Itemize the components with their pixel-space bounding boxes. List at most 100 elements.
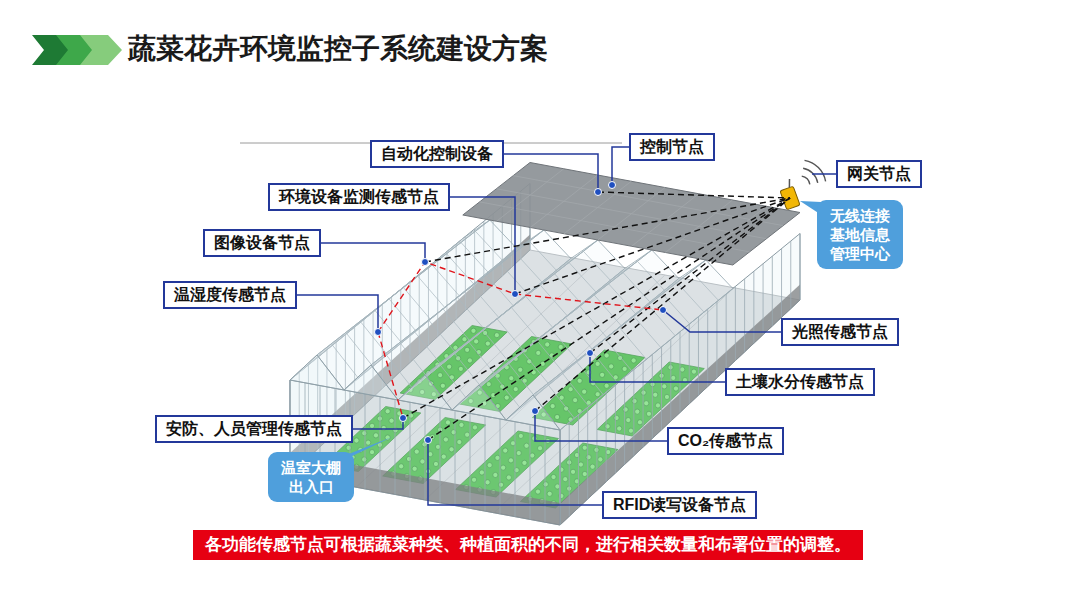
wireless-link [515, 198, 790, 294]
node-label: 自动化控制设备 [381, 142, 493, 166]
roof-rafter [542, 263, 596, 293]
callout-box: 温湿度传感节点 [163, 281, 297, 309]
glass-mullion [707, 309, 708, 386]
wireless-link [598, 192, 790, 198]
glass-mullion [772, 256, 773, 326]
roof-rafter [499, 296, 553, 327]
sensor-dot [595, 189, 602, 196]
glass-mullion [515, 422, 516, 517]
roof-face [533, 260, 733, 430]
glass-mullion [689, 324, 690, 404]
sensor-dot [375, 329, 382, 336]
node-label: 温室大棚出入口 [280, 458, 342, 496]
roof-rafter [412, 364, 466, 398]
roof-rafter [664, 271, 718, 300]
roof-rafter [502, 241, 556, 270]
sensor-dot [660, 307, 667, 314]
wireless-arc [805, 160, 826, 181]
roof-rafter [556, 251, 610, 280]
callout-box: 光照传感节点 [781, 318, 899, 346]
callout-box: 控制节点 [629, 133, 715, 161]
leader-line [428, 440, 602, 505]
glass-mullion [744, 279, 745, 352]
roof-rafter [391, 276, 445, 307]
wireless-link [590, 198, 790, 353]
glass-mullion [735, 286, 736, 360]
roof-rafter [459, 275, 513, 306]
glass-mullion [440, 408, 441, 503]
node-label: RFID读写设备节点 [613, 493, 746, 517]
glass-mullion [716, 302, 717, 378]
roof-panel-line [496, 189, 766, 239]
node-label: 图像设备节点 [214, 231, 310, 255]
callout-box: 安防、人员管理传感节点 [155, 415, 353, 443]
callout-box: 环境设备监测传感节点 [268, 183, 450, 211]
roof-rafter [484, 308, 538, 340]
sensor-dot [512, 291, 519, 298]
roof-rafter [319, 333, 373, 367]
gable-end [452, 385, 506, 420]
roof-panel-line [513, 176, 783, 226]
header-rule [30, 78, 1030, 81]
roof-rafter [348, 310, 402, 343]
title-chevron [80, 35, 122, 65]
info-bubble: 无线连接基地信息管理中心 [817, 200, 903, 269]
sensor-dot [587, 350, 594, 357]
glass-mullion [569, 422, 570, 516]
roof-rafter [578, 339, 632, 371]
roof-rafter [481, 363, 535, 397]
sensor-dot [609, 182, 616, 189]
note-banner: 各功能传感节点可根据蔬菜种类、种植面积的不同，进行相关数量和布署位置的调整。 [193, 530, 863, 560]
gable-end [290, 355, 344, 390]
glass-mullion [615, 385, 616, 473]
leader-line [353, 418, 403, 429]
glass-mullion [661, 347, 662, 430]
leader-line [535, 411, 667, 441]
glass-mullion [470, 413, 471, 508]
glass-mullion [365, 394, 366, 489]
leader-line [812, 173, 836, 175]
info-bubble: 温室大棚出入口 [268, 452, 354, 502]
glass-mullion [606, 392, 607, 482]
page-title: 蔬菜花卉环境监控子系统建设方案 [128, 29, 548, 69]
node-label: 温湿度传感节点 [174, 283, 286, 307]
leader-line [450, 197, 515, 294]
roof-rafter [528, 274, 582, 304]
gable-end [344, 365, 398, 400]
roof-rafter [358, 354, 412, 388]
wireless-link [428, 198, 790, 440]
glass-mullion [410, 402, 411, 497]
roof-rafter [549, 361, 603, 394]
glass-mullion [380, 397, 381, 492]
leader-line [612, 147, 629, 185]
roof-rafter [470, 319, 524, 351]
callout-box: RFID读写设备节点 [602, 491, 757, 519]
roof-rafter [592, 328, 646, 360]
callout-box: 网关节点 [836, 160, 922, 188]
glass-mullion [485, 416, 486, 511]
callout-box: CO₂传感节点 [667, 427, 784, 455]
callout-box: 土壤水分传感节点 [725, 368, 875, 396]
glass-mullion [624, 377, 625, 464]
sensor-dot [532, 408, 539, 415]
node-label: 土壤水分传感节点 [736, 370, 864, 394]
glass-mullion [596, 400, 597, 491]
node-label: 各功能传感节点可根据蔬菜种类、种植面积的不同，进行相关数量和布署位置的调整。 [205, 533, 851, 557]
roof-rafter [553, 306, 607, 337]
leader-line [297, 295, 378, 332]
leader-line [590, 353, 725, 382]
sensor-dot [400, 415, 407, 422]
gateway-antenna [787, 179, 793, 188]
node-label: CO₂传感节点 [678, 429, 773, 453]
glass-mullion [395, 399, 396, 494]
node-label: 控制节点 [640, 135, 704, 159]
roof-rafter [466, 374, 520, 408]
node-label: 安防、人员管理传感节点 [166, 417, 342, 441]
greenhouse [290, 163, 800, 526]
glass-mullion [425, 405, 426, 500]
control-room-roof [463, 163, 800, 266]
roof-rafter [333, 321, 387, 354]
glass-mullion [763, 264, 764, 335]
gable-end [506, 395, 560, 430]
roof-rafter [495, 351, 549, 384]
